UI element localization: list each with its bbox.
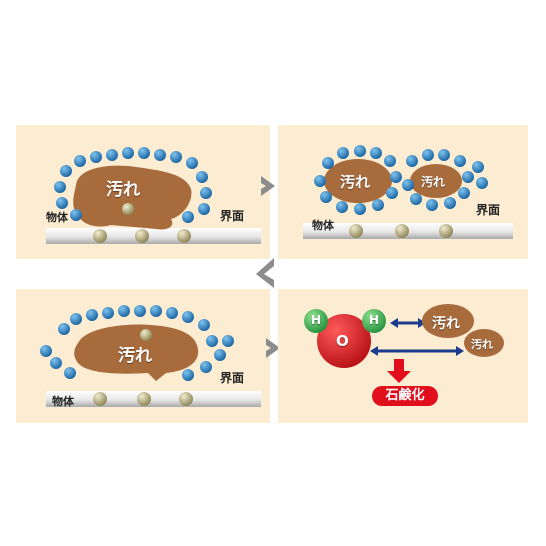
object-label: 物体: [46, 211, 68, 224]
plus-charges: [93, 203, 191, 243]
chevron-down-left-icon: [256, 258, 274, 288]
dirt-blob-small: [410, 164, 462, 198]
hydrogen-atom-left: [304, 309, 328, 333]
object-bar: [46, 391, 261, 407]
dirt-blob-large: [422, 304, 474, 338]
minus-ions: [314, 145, 488, 215]
minus-ions: [40, 305, 234, 381]
panel-4-drawing: [304, 304, 504, 383]
chevron-right-icon: [266, 338, 280, 358]
object-bar: [46, 228, 261, 244]
plus-charges: [349, 224, 453, 238]
plus-charges: [93, 329, 193, 406]
dirt-label-small: 汚れ: [421, 175, 446, 189]
object-label: 物体: [52, 395, 74, 408]
dirt-label-small: 汚れ: [471, 338, 493, 351]
panel-1-drawing: [46, 147, 261, 244]
dirt-blob-small: [464, 329, 504, 357]
panel-step-2: 汚れ 汚れ 界面 物体: [278, 125, 528, 259]
interface-label: 界面: [220, 371, 245, 385]
panel-2-drawing: [303, 145, 513, 239]
panel-step-1: 汚れ 界面 物体: [16, 125, 270, 259]
dirt-blob: [73, 165, 192, 230]
dirt-blob-large: [324, 159, 392, 203]
hydrogen-label-left: H: [311, 313, 322, 327]
panel-step-4: O H H 汚れ 汚れ 石鹸化: [278, 289, 528, 423]
interface-label: 界面: [476, 203, 501, 217]
oxygen-label: O: [336, 332, 349, 350]
dirt-label-large: 汚れ: [432, 316, 460, 332]
minus-ions: [54, 147, 212, 223]
chevron-right-icon: [261, 176, 275, 196]
dirt-label: 汚れ: [106, 180, 140, 200]
panel-3-drawing: [40, 305, 261, 407]
dirt-label: 汚れ: [118, 346, 152, 366]
interface-label: 界面: [220, 209, 245, 223]
dirt-blob: [74, 324, 199, 381]
dirt-label-large: 汚れ: [340, 173, 371, 191]
oxygen-atom: [317, 314, 371, 368]
saponification-badge: 石鹸化: [372, 386, 438, 406]
hydrogen-atom-right: [362, 309, 386, 333]
double-arrow-icon: [370, 318, 464, 356]
object-label: 物体: [312, 219, 334, 232]
red-down-arrow-icon: [387, 359, 411, 383]
panel-step-3: 汚れ 界面 物体: [16, 289, 270, 423]
hydrogen-label-right: H: [369, 313, 380, 327]
